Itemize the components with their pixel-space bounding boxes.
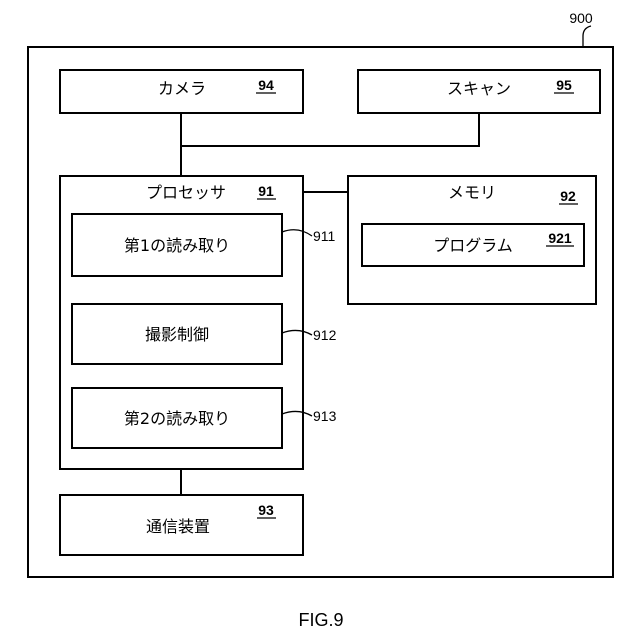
scanner-label: スキャン: [447, 79, 511, 98]
leader-911: [282, 230, 312, 236]
module-number-911: 911: [313, 228, 336, 244]
device-frame: [28, 47, 613, 577]
processor-label: プロセッサ: [146, 183, 226, 202]
leader-913: [282, 411, 312, 416]
module-label-first-reading: 第1の読み取り: [124, 236, 230, 255]
module-number-912: 912: [313, 327, 337, 343]
camera-label: カメラ: [158, 79, 206, 98]
device-number: 900: [569, 10, 593, 26]
leader-device: [583, 26, 591, 47]
module-label-second-reading: 第2の読み取り: [124, 409, 230, 428]
memory-label: メモリ: [448, 183, 496, 202]
processor-number: 91: [258, 183, 274, 199]
memory-number: 92: [560, 188, 576, 204]
comm-label: 通信装置: [146, 517, 210, 536]
bus-connector: [181, 113, 479, 146]
camera-number: 94: [258, 77, 274, 93]
module-label-capture-control: 撮影制御: [145, 325, 209, 344]
leader-912: [282, 330, 312, 335]
figure-caption: FIG.9: [298, 610, 343, 630]
scanner-number: 95: [556, 77, 572, 93]
comm-number: 93: [258, 502, 274, 518]
program-label: プログラム: [433, 236, 513, 255]
program-number: 921: [548, 230, 572, 246]
module-number-913: 913: [313, 408, 337, 424]
